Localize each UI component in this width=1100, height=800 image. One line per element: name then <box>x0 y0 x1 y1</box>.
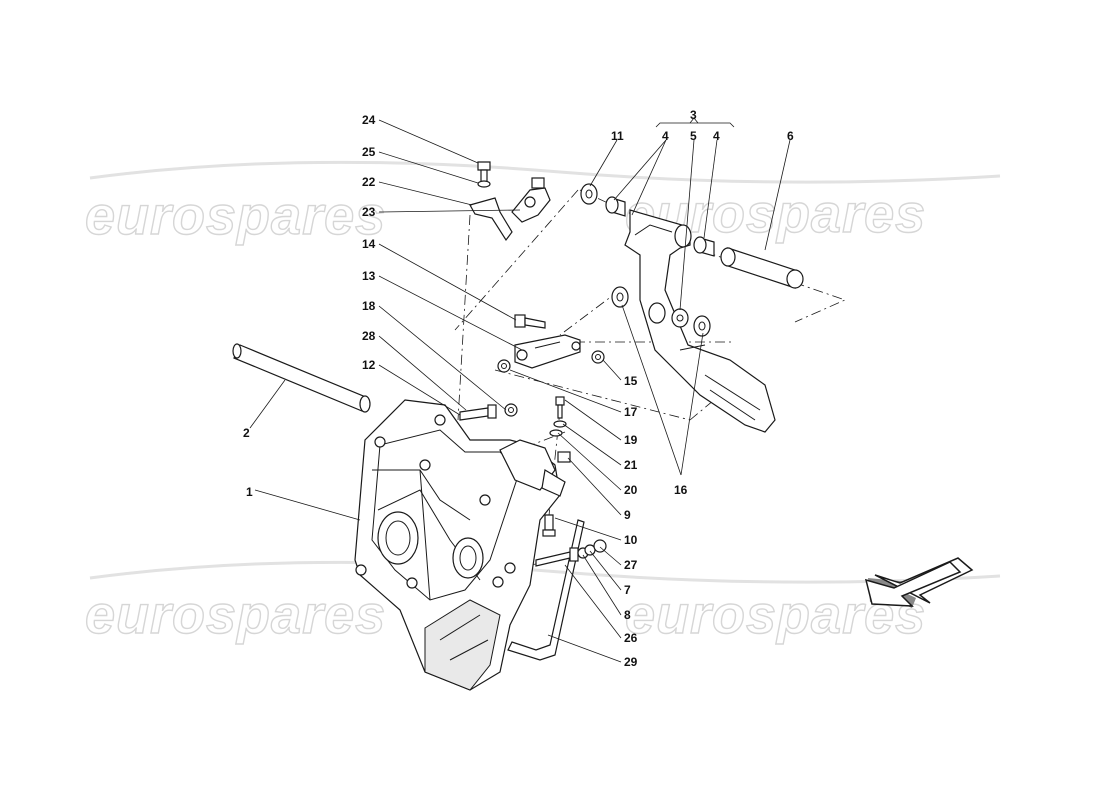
watermark-text: eurospares <box>85 186 386 246</box>
callout-29: 29 <box>624 655 638 669</box>
callout-22: 22 <box>362 175 376 189</box>
watermark-text: eurospares <box>85 585 386 645</box>
block-part-13 <box>514 334 581 369</box>
bolt-part-10 <box>542 514 556 537</box>
callout-21: 21 <box>624 458 638 472</box>
callout-14: 14 <box>362 237 376 251</box>
pedal-box-plate <box>354 399 566 691</box>
callout-24: 24 <box>362 113 376 127</box>
bolt-part-14 <box>514 314 546 329</box>
callout-5: 5 <box>690 129 697 143</box>
callout-9: 9 <box>624 508 631 522</box>
callout-2: 2 <box>243 426 250 440</box>
pedal-arm <box>624 209 776 433</box>
callout-12: 12 <box>362 358 376 372</box>
callout-16: 16 <box>674 483 688 497</box>
front-direction-arrow-icon <box>864 557 974 608</box>
callout-10: 10 <box>624 533 638 547</box>
bushing-parts <box>580 183 715 257</box>
callout-4: 4 <box>713 129 720 143</box>
small-fasteners <box>549 396 571 463</box>
callout-1: 1 <box>246 485 253 499</box>
callout-8: 8 <box>624 608 631 622</box>
watermark-group: eurospares eurospares eurospares eurospa… <box>84 160 1001 646</box>
callout-labels: 24 25 22 23 14 13 18 28 12 2 1 3 11 4 5 … <box>243 108 794 669</box>
callout-6: 6 <box>787 129 794 143</box>
washer-parts-16 <box>611 286 711 337</box>
sensor-bracket <box>469 161 551 242</box>
leader-lines <box>249 117 791 663</box>
callout-23: 23 <box>362 205 376 219</box>
pivot-pin-part-6 <box>720 247 804 289</box>
callout-25: 25 <box>362 145 376 159</box>
callout-3: 3 <box>690 108 697 122</box>
callout-7: 7 <box>624 583 631 597</box>
callout-17: 17 <box>624 405 638 419</box>
bracket-part-29 <box>507 519 585 661</box>
callout-20: 20 <box>624 483 638 497</box>
callout-11: 11 <box>611 129 624 143</box>
callout-4: 4 <box>662 129 669 143</box>
callout-15: 15 <box>624 374 638 388</box>
washer-stack <box>535 539 607 567</box>
bolt-part-12 <box>459 403 518 421</box>
nut-parts <box>497 350 605 373</box>
callout-28: 28 <box>362 329 376 343</box>
callout-19: 19 <box>624 433 638 447</box>
callout-18: 18 <box>362 299 376 313</box>
callout-26: 26 <box>624 631 638 645</box>
shaft-part <box>232 343 371 413</box>
callout-13: 13 <box>362 269 376 283</box>
callout-27: 27 <box>624 558 638 572</box>
